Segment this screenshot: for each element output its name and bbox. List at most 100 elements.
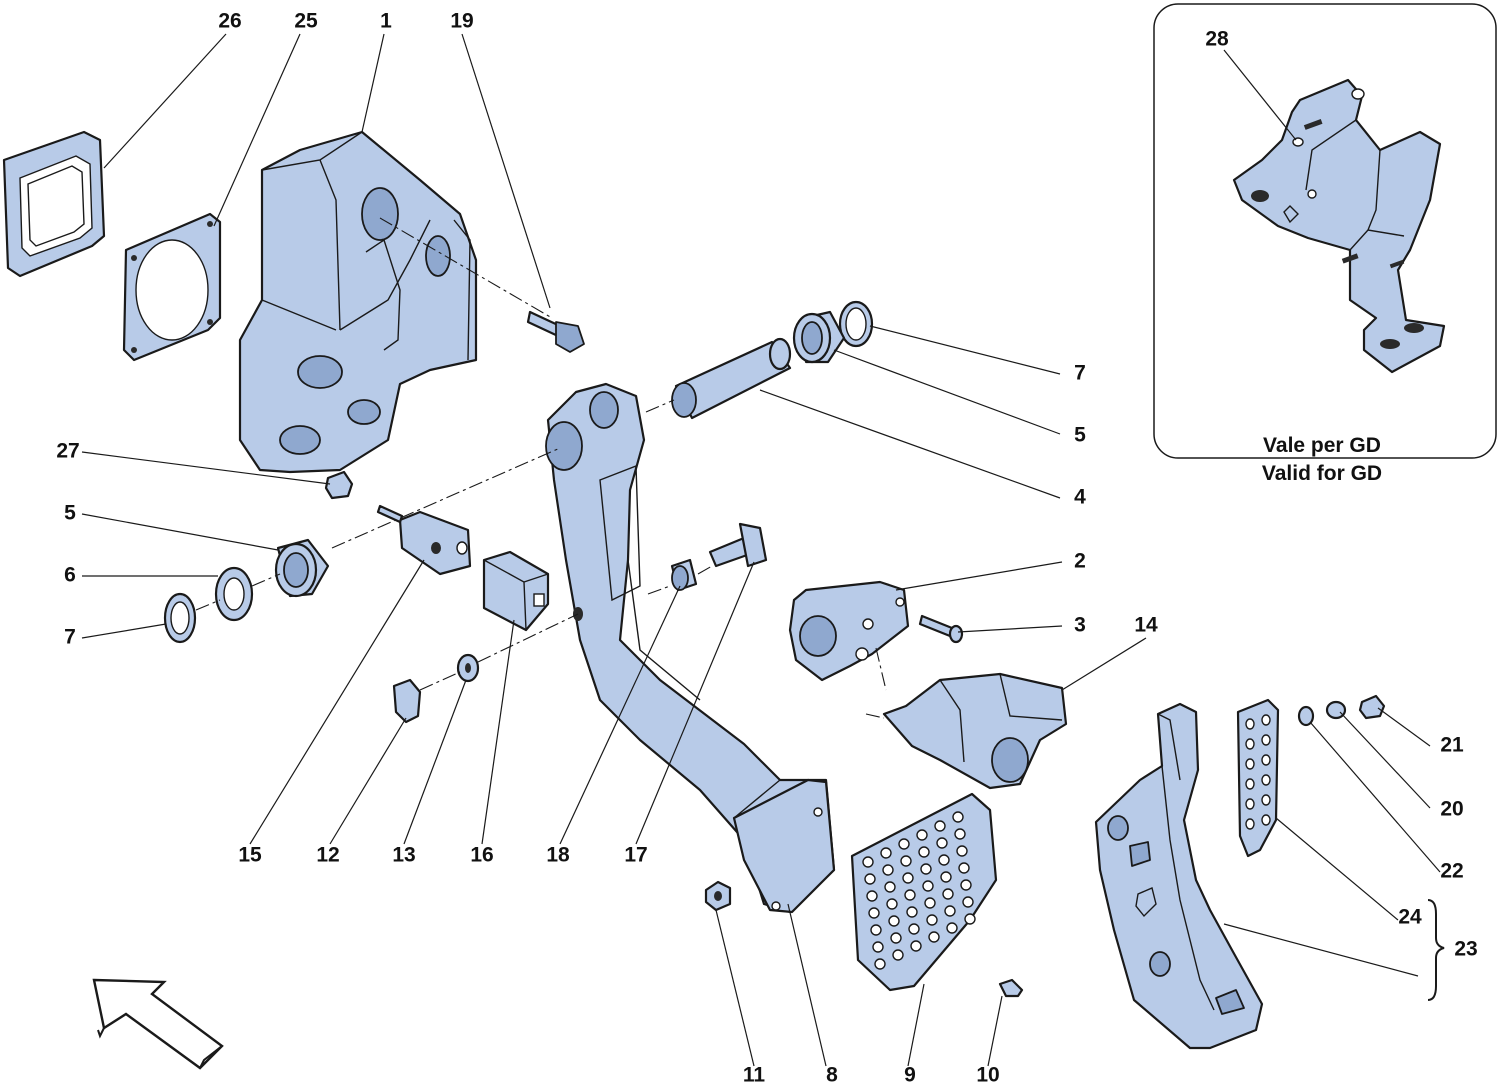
pad-hole	[1261, 774, 1271, 786]
part-27-nut	[324, 470, 354, 500]
callout-labels: 26 25 1 19 7 5 4 27 5 6 7 2 3 14 21 20 2…	[56, 10, 1477, 1087]
pad-hole	[1245, 738, 1255, 750]
pad-hole	[942, 888, 954, 900]
pad-hole	[882, 864, 894, 876]
callout-26: 26	[218, 10, 241, 33]
part-17-pin	[708, 522, 768, 568]
callout-22: 22	[1440, 860, 1463, 883]
callout-17: 17	[624, 844, 647, 867]
pad-hole	[904, 889, 916, 901]
callout-10: 10	[976, 1064, 999, 1087]
inset-note-it: Vale per GD	[1263, 434, 1381, 457]
callout-23: 23	[1454, 938, 1477, 961]
part-18-bushing	[670, 558, 698, 592]
pad-hole	[958, 862, 970, 874]
pad-hole	[918, 846, 930, 858]
pad-hole	[870, 924, 882, 936]
callout-11: 11	[743, 1064, 766, 1087]
pad-hole	[1261, 754, 1271, 766]
pad-hole	[1245, 798, 1255, 810]
callout-27: 27	[56, 440, 79, 463]
pad-hole	[1245, 778, 1255, 790]
callout-1: 1	[380, 10, 392, 33]
part-22-washer	[1297, 705, 1315, 727]
pad-hole	[962, 896, 974, 908]
callout-25: 25	[294, 10, 318, 33]
pad-hole	[956, 845, 968, 857]
pad-hole	[1245, 718, 1255, 730]
pad-hole	[866, 890, 878, 902]
pad-hole	[874, 958, 886, 970]
pad-hole	[938, 854, 950, 866]
callout-7-upper: 7	[1074, 362, 1086, 385]
part-8-pedal-arm	[545, 382, 836, 914]
callout-28: 28	[1205, 28, 1229, 51]
callout-6: 6	[64, 564, 76, 587]
pad-hole	[886, 898, 898, 910]
part-13-washer	[456, 653, 480, 683]
pad-hole	[954, 828, 966, 840]
pad-hole	[1261, 814, 1271, 826]
pad-hole	[944, 905, 956, 917]
part-7-circlip-lower	[163, 592, 197, 644]
part-26-gasket	[2, 130, 106, 278]
pad-hole	[960, 879, 972, 891]
pad-hole	[924, 897, 936, 909]
pad-hole	[952, 811, 964, 823]
part-6-washer	[214, 566, 254, 622]
pad-hole	[906, 906, 918, 918]
pad-hole	[1245, 818, 1255, 830]
pad-hole	[910, 940, 922, 952]
callout-8: 8	[826, 1064, 838, 1087]
callout-15: 15	[238, 844, 262, 867]
part-2-bracket	[788, 580, 910, 682]
callout-9: 9	[904, 1064, 916, 1087]
pad-hole	[1261, 794, 1271, 806]
callout-24: 24	[1398, 906, 1422, 929]
pad-hole	[862, 856, 874, 868]
pad-hole	[922, 880, 934, 892]
pad-hole	[928, 931, 940, 943]
pad-hole	[864, 873, 876, 885]
pad-hole	[946, 922, 958, 934]
pad-hole	[880, 847, 892, 859]
pad-9-holes	[862, 811, 976, 970]
callout-18: 18	[546, 844, 570, 867]
part-23-accelerator-pedal	[1094, 702, 1264, 1050]
part-5-bushing-lower	[274, 538, 330, 598]
part-21-nut	[1358, 694, 1386, 720]
direction-arrow-icon	[92, 978, 224, 1070]
part-25-gasket	[122, 212, 222, 362]
part-5-bushing-upper	[792, 310, 846, 364]
callout-16: 16	[470, 844, 493, 867]
pad-hole	[940, 871, 952, 883]
inset-panel: 28 Vale per GD Valid for GD	[1153, 3, 1497, 485]
part-9-pedal-pad	[850, 792, 998, 992]
pad-hole	[1261, 714, 1271, 726]
part-28-bracket	[1232, 78, 1446, 374]
callout-4: 4	[1074, 486, 1086, 509]
callout-7-lower: 7	[64, 626, 76, 649]
pad-hole	[920, 863, 932, 875]
pad-24-holes	[1245, 714, 1271, 830]
callout-5-upper: 5	[1074, 424, 1086, 447]
pad-hole	[892, 949, 904, 961]
part-11-nut	[704, 880, 732, 912]
pad-hole	[936, 837, 948, 849]
part-4-pivot-tube	[671, 337, 792, 420]
part-10-screw	[998, 978, 1024, 998]
part-7-circlip-upper	[838, 300, 874, 348]
pad-hole	[884, 881, 896, 893]
part-20-washer	[1325, 700, 1347, 720]
pad-hole	[890, 932, 902, 944]
callout-20: 20	[1440, 798, 1463, 821]
callout-21: 21	[1440, 734, 1464, 757]
pad-hole	[898, 838, 910, 850]
pad-hole	[900, 855, 912, 867]
pad-hole	[872, 941, 884, 953]
pad-hole	[964, 913, 976, 925]
part-1-pedal-box	[238, 130, 478, 474]
part-12-clip-nut	[392, 678, 422, 724]
callout-19: 19	[450, 10, 473, 33]
